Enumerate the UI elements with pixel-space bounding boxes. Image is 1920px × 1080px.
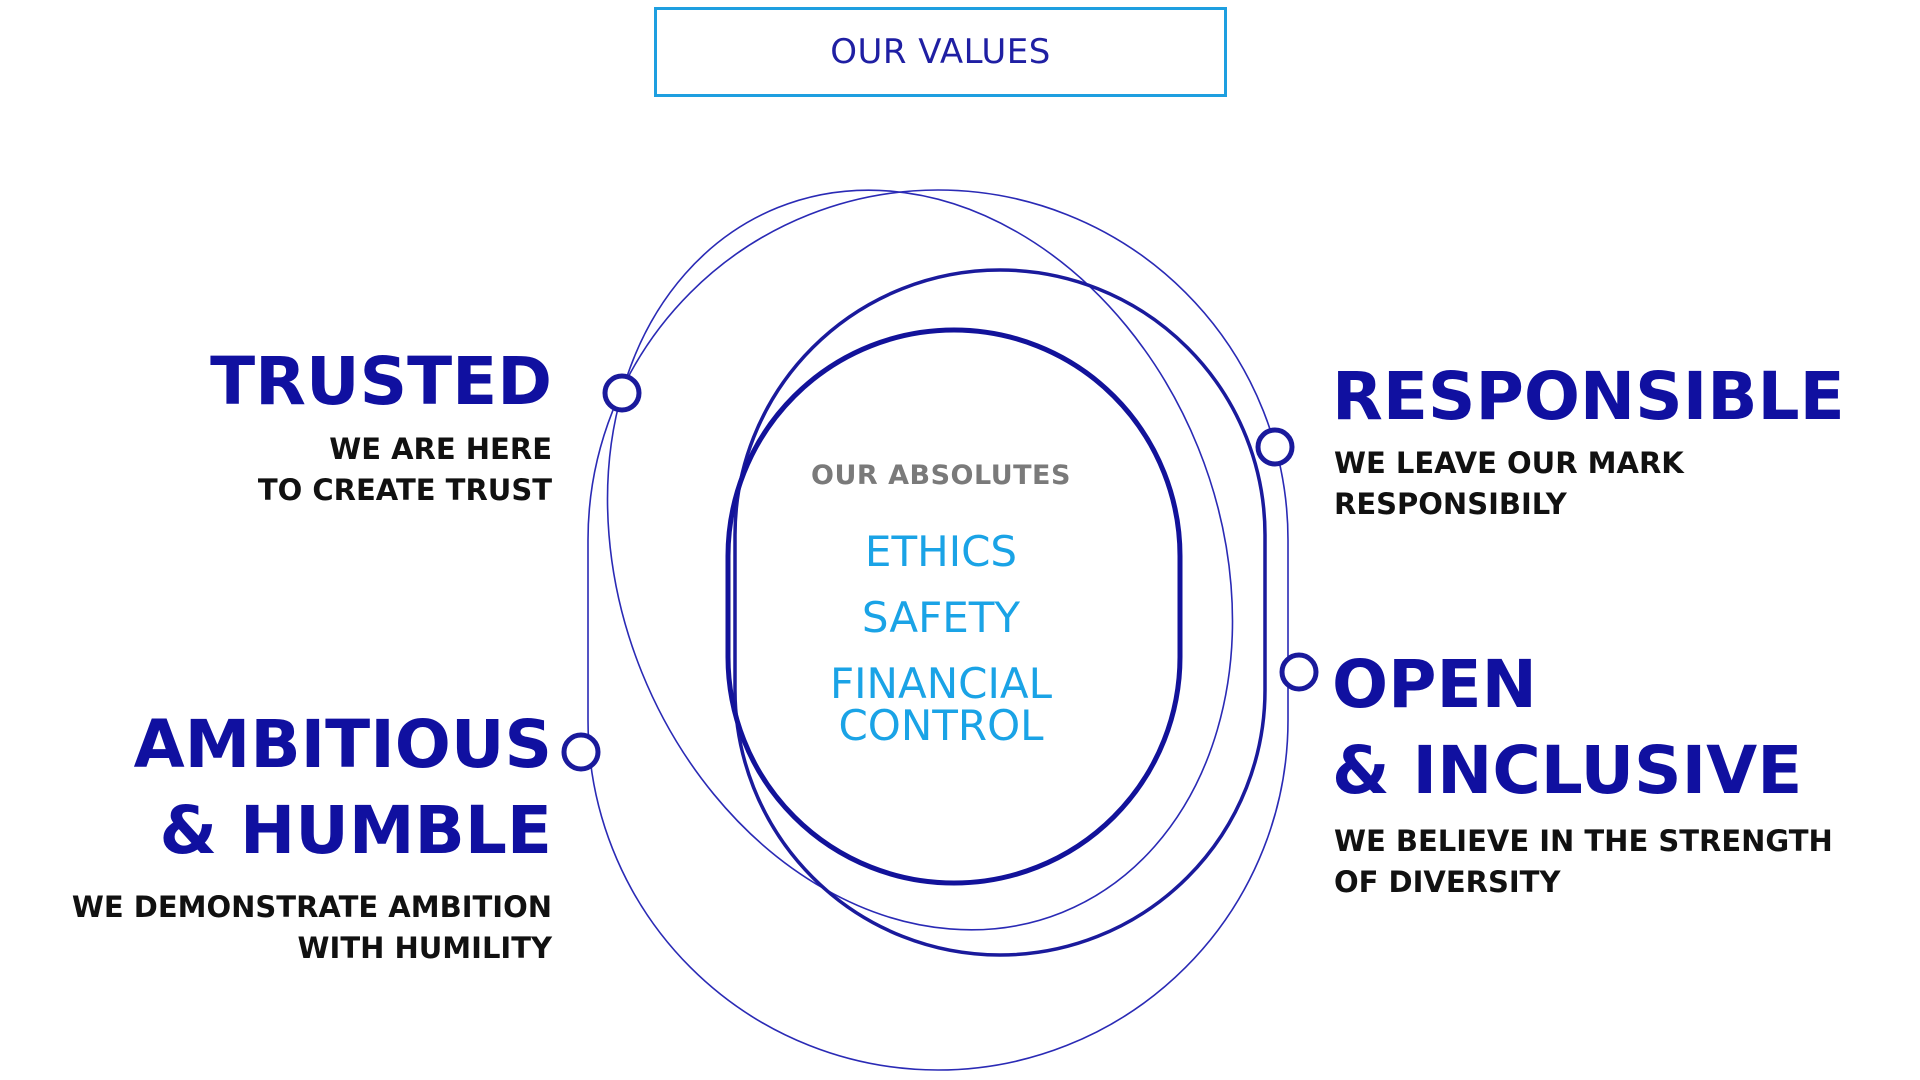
header-box: OUR VALUES [654, 7, 1227, 97]
trusted-desc-line2: TO CREATE TRUST [257, 473, 552, 507]
middle-ring [733, 268, 1267, 957]
trusted-title: TRUSTED [210, 343, 552, 420]
inner-ring [725, 327, 1183, 886]
trusted-node [602, 373, 642, 413]
ambitious-node [561, 732, 601, 772]
open-desc-line1: WE BELIEVE IN THE STRENGTH [1334, 824, 1833, 858]
trusted-desc-line1: WE ARE HERE [329, 432, 552, 466]
responsible-node [1255, 427, 1295, 467]
ambitious-desc-line2: WITH HUMILITY [297, 931, 552, 965]
open-title-line1: OPEN [1332, 646, 1537, 723]
absolutes-block: OUR ABSOLUTES ETHICS SAFETY FINANCIAL CO… [760, 460, 1122, 747]
outer-ring [587, 189, 1289, 1071]
ambitious-title-line2: & HUMBLE [159, 792, 553, 869]
tilted-ring [606, 189, 1234, 931]
responsible-title: RESPONSIBLE [1332, 358, 1845, 435]
open-desc-line2: OF DIVERSITY [1334, 865, 1561, 899]
absolute-ethics: ETHICS [864, 527, 1018, 576]
absolute-control: CONTROL [838, 701, 1044, 750]
absolute-safety: SAFETY [861, 593, 1021, 642]
open-title-line2: & INCLUSIVE [1332, 732, 1803, 809]
page-title: OUR VALUES [830, 32, 1051, 72]
open-node [1279, 652, 1319, 692]
absolute-financial: FINANCIAL [830, 659, 1052, 708]
responsible-desc-line1: WE LEAVE OUR MARK [1334, 446, 1684, 480]
absolutes-label: OUR ABSOLUTES [811, 460, 1071, 491]
ambitious-desc-line1: WE DEMONSTRATE AMBITION [71, 890, 552, 924]
responsible-desc-line2: RESPONSIBILY [1334, 487, 1567, 521]
ambitious-title-line1: AMBITIOUS [133, 706, 552, 783]
